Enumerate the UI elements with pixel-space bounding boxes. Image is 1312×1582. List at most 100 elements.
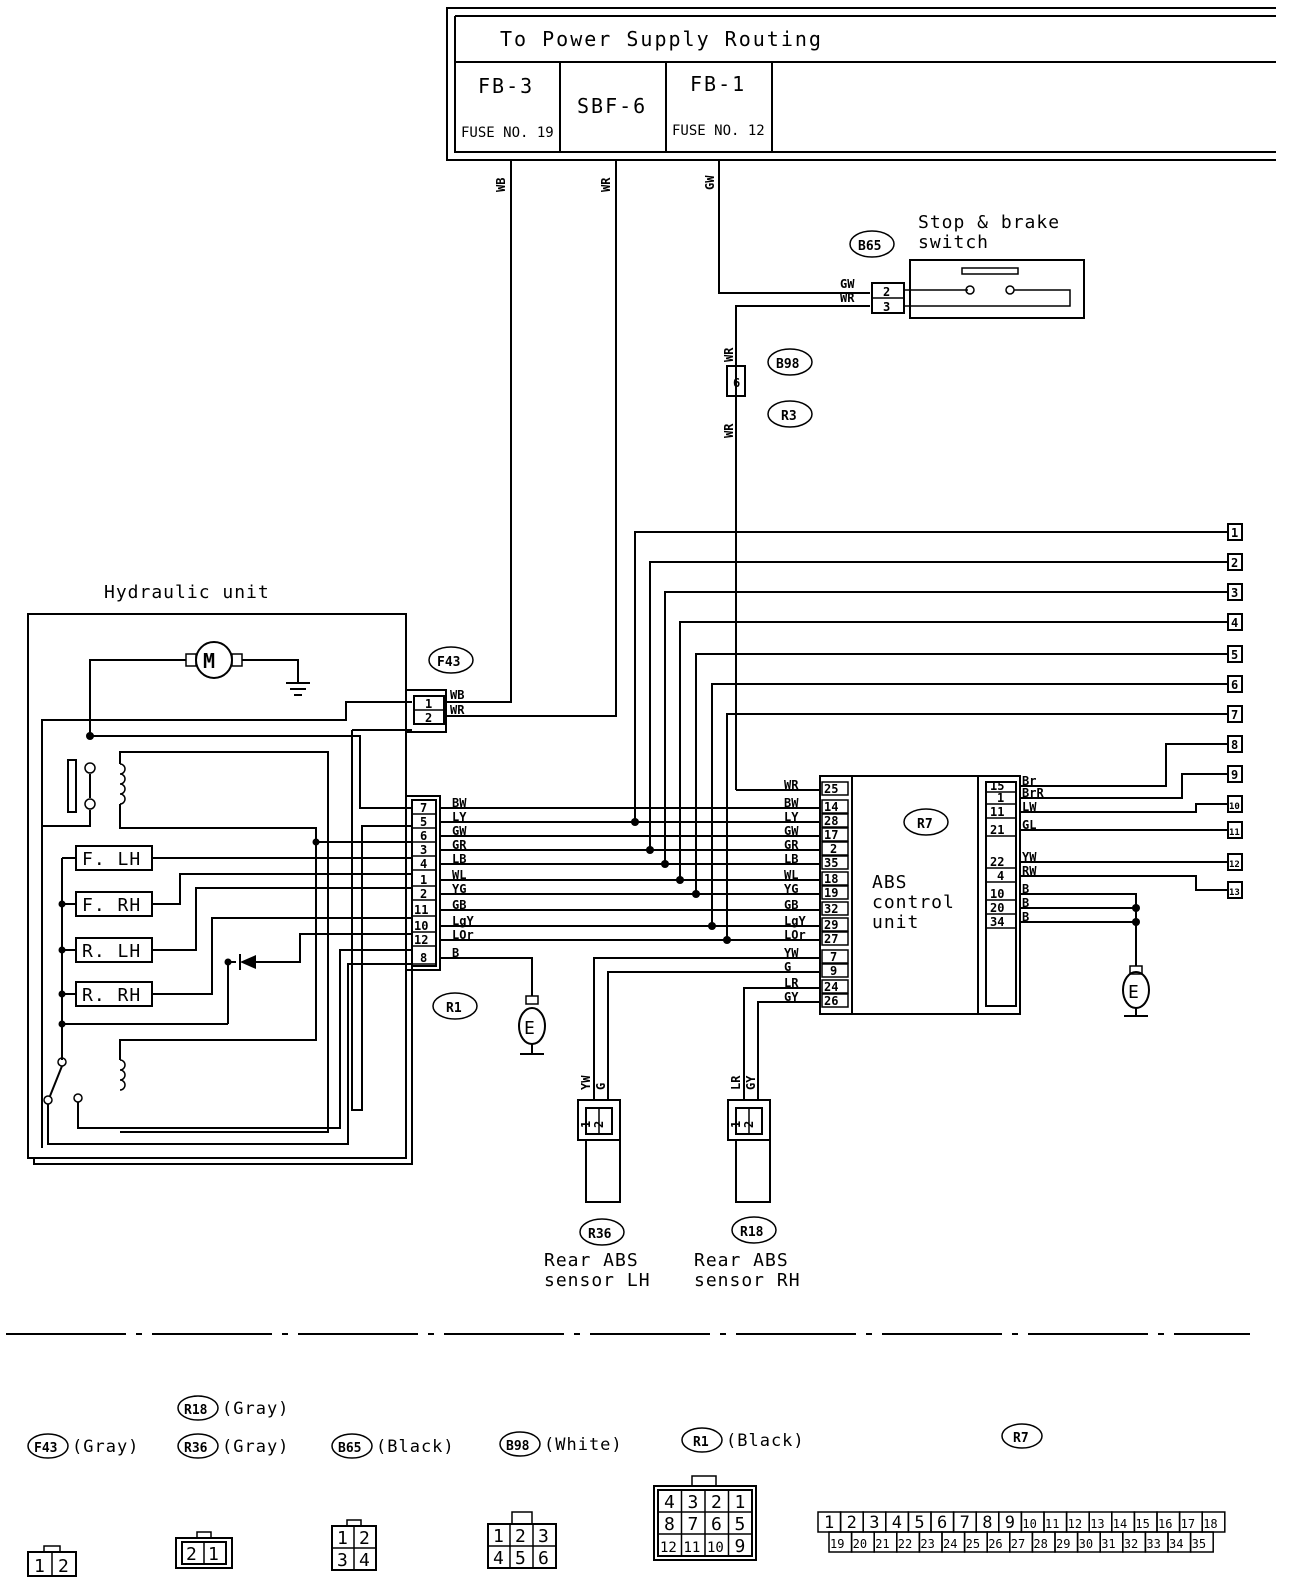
r7-wire-label: YG xyxy=(784,882,798,896)
r7-pin-17: 17 xyxy=(824,828,838,842)
legend-r7-pin-35: 35 xyxy=(1192,1537,1206,1551)
output-terminal-3: 3 xyxy=(1231,586,1238,600)
sensor-rh-pin-2: 2 xyxy=(742,1121,756,1128)
sensor-lh-wire-g: G xyxy=(594,1083,608,1090)
r7-right-wire-label: YW xyxy=(1022,850,1037,864)
sensor-lh-pin-1: 1 xyxy=(579,1121,593,1128)
f43-badge-text: F43 xyxy=(437,655,460,670)
output-terminals: 1 2 3 4 5 6 7 8 9 10 11 12 13 xyxy=(1227,523,1243,899)
r1-pin-7: 7 xyxy=(420,801,427,815)
legend-b98-pin-2: 2 xyxy=(515,1526,526,1547)
r7-pin-25: 25 xyxy=(824,782,838,796)
legend-b98-pin-4: 4 xyxy=(493,1548,504,1569)
legend-b65-code: B65 xyxy=(338,1441,361,1456)
r7-wire-label: LB xyxy=(784,852,798,866)
legend-b65-pin-2: 2 xyxy=(359,1528,370,1549)
ground-e-label: E xyxy=(524,1018,535,1039)
r7-wire-label: LOr xyxy=(784,928,806,942)
legend-r7-pin-27: 27 xyxy=(1011,1537,1025,1551)
output-terminal-13: 13 xyxy=(1229,888,1240,898)
legend-r1-pin-1: 1 xyxy=(735,1492,746,1513)
r1-wire-label: LB xyxy=(452,852,466,866)
svg-text:M: M xyxy=(203,649,215,673)
b98-wire-top: WR xyxy=(722,347,736,362)
r7-pin-35: 35 xyxy=(824,856,838,870)
legend-f43-pin-2: 2 xyxy=(58,1556,69,1577)
r7-wire-label: GR xyxy=(784,838,799,852)
r1-pin-11: 11 xyxy=(414,903,428,917)
output-bus xyxy=(634,531,1228,940)
r1-pin-10: 10 xyxy=(414,919,428,933)
r1-pin-5: 5 xyxy=(420,815,427,829)
legend-r7-pin-8: 8 xyxy=(982,1513,992,1533)
r7-pin-34: 34 xyxy=(990,915,1004,929)
r1-pin-4: 4 xyxy=(420,857,427,871)
r7-pin-9: 9 xyxy=(830,964,837,978)
abs-title-3: unit xyxy=(872,912,919,933)
output-terminal-4: 4 xyxy=(1231,616,1238,630)
r7-pin-4: 4 xyxy=(997,869,1004,883)
r36-badge-text: R36 xyxy=(588,1227,612,1242)
legend-b98-pin-1: 1 xyxy=(493,1526,504,1547)
valve-f-rh-label: F. RH xyxy=(82,895,141,916)
f43-badge xyxy=(428,646,474,674)
r1-wire-label: GR xyxy=(452,838,467,852)
legend-r7-pin-22: 22 xyxy=(898,1537,912,1551)
legend-r7-pin-12: 12 xyxy=(1068,1517,1082,1531)
r7-wire-label: GY xyxy=(784,990,799,1004)
f43-wire-wr: WR xyxy=(450,703,465,717)
legend-r1-pin-2: 2 xyxy=(711,1492,722,1513)
r3-badge xyxy=(767,400,813,428)
wire-wr-label: WR xyxy=(599,177,613,192)
legend-r7-pin-14: 14 xyxy=(1113,1517,1127,1531)
output-terminal-2: 2 xyxy=(1231,556,1238,570)
fuse-fb3-sub: FUSE NO. 19 xyxy=(461,125,554,141)
legend-r7-pin-2: 2 xyxy=(847,1513,857,1533)
output-terminal-5: 5 xyxy=(1231,648,1238,662)
r7-pin-29: 29 xyxy=(824,918,838,932)
legend-r1-pin-5: 5 xyxy=(735,1514,746,1535)
legend-r7-pin-1: 1 xyxy=(824,1513,834,1533)
legend-r1-pin-12: 12 xyxy=(660,1540,677,1556)
r7-pin-14: 14 xyxy=(824,800,838,814)
r18-badge xyxy=(731,1216,777,1244)
output-terminal-11: 11 xyxy=(1229,828,1240,838)
output-terminal-8: 8 xyxy=(1231,738,1238,752)
legend-r1-pin-8: 8 xyxy=(664,1514,675,1535)
r7-pin-32: 32 xyxy=(824,902,838,916)
legend-r7-pin-28: 28 xyxy=(1033,1537,1047,1551)
r7-right-wire-label: RW xyxy=(1022,864,1037,878)
r7-pin-26: 26 xyxy=(824,994,838,1008)
r7-badge-text: R7 xyxy=(917,817,933,832)
legend-r7-pin-19: 19 xyxy=(830,1537,844,1551)
r7-right-wire-label: Br xyxy=(1022,774,1036,788)
legend-b98-pin-3: 3 xyxy=(538,1526,549,1547)
r1-wire-label: LY xyxy=(452,810,467,824)
r7-wire-label: BW xyxy=(784,796,799,810)
r1-pin-12: 12 xyxy=(414,933,428,947)
legend-r36-code: R36 xyxy=(184,1441,208,1456)
r7-wire-label: G xyxy=(784,960,791,974)
legend-b98-code: B98 xyxy=(506,1439,530,1454)
legend-r1-color: (Black) xyxy=(726,1431,805,1451)
legend-r7-pin-10: 10 xyxy=(1022,1517,1036,1531)
legend-b65-pin-4: 4 xyxy=(359,1550,370,1571)
legend-r7-pin-3: 3 xyxy=(869,1513,879,1533)
legend-r7-pin-32: 32 xyxy=(1124,1537,1138,1551)
r7-pin-21: 21 xyxy=(990,823,1004,837)
r1-pin-1: 1 xyxy=(420,873,427,887)
legend-r1-pin-10: 10 xyxy=(707,1540,724,1556)
hydraulic-unit-title: Hydraulic unit xyxy=(104,582,270,603)
f43-pin-2: 2 xyxy=(425,711,432,725)
output-terminal-1: 1 xyxy=(1231,526,1238,540)
output-terminal-12: 12 xyxy=(1229,860,1240,870)
legend-r7-pin-21: 21 xyxy=(875,1537,889,1551)
b98-connector: 6 WR WR B98 R3 xyxy=(722,347,813,438)
r7-pin-19: 19 xyxy=(824,886,838,900)
abs-title-2: control xyxy=(872,892,955,913)
